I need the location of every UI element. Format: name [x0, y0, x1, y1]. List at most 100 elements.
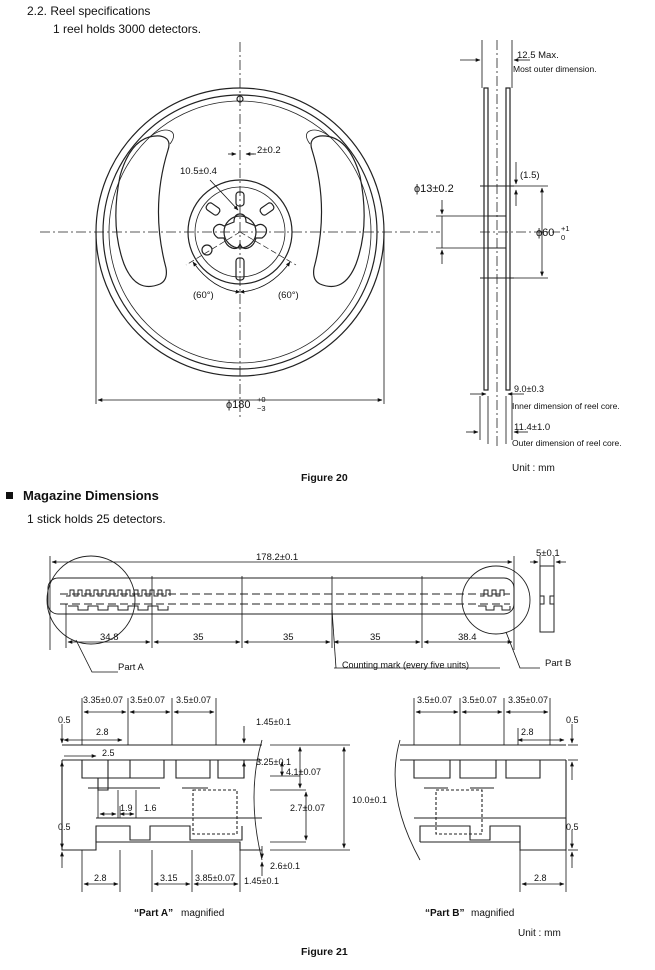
- magazine-heading-row: Magazine Dimensions: [6, 488, 159, 503]
- part-a-caption-quote: “Part A”: [134, 908, 173, 919]
- part-a-dim-145-top: 1.45±0.1: [256, 717, 291, 727]
- part-b-dashed-lead: [435, 789, 483, 835]
- dim-end-width: 5±0.1: [536, 548, 560, 559]
- dim-pitch-4: 35: [370, 632, 381, 643]
- dim-hub-diameter: ϕ60: [536, 227, 554, 239]
- side-flange-right: [505, 87, 511, 391]
- part-a-dim-27: 2.7±0.07: [290, 803, 325, 813]
- magazine-teeth-right: [480, 589, 505, 597]
- hub-slot-top: [235, 191, 245, 207]
- part-b-caption-quote: “Part B”: [425, 908, 464, 919]
- reel-front-dimensions: [95, 152, 385, 404]
- magazine-teeth-left: [66, 589, 171, 597]
- part-b-dimensions: [413, 698, 578, 892]
- part-b-dim-05-top: 0.5: [566, 715, 579, 725]
- part-a-caption-rest: magnified: [181, 908, 224, 919]
- rim-index-hole: [236, 95, 244, 103]
- reel-arbor-hole: [223, 215, 257, 249]
- magazine-overview: [46, 555, 555, 645]
- dim-pitch-2: 35: [193, 632, 204, 643]
- magazine-unit: Unit : mm: [518, 928, 561, 939]
- reel-arbor-lobes: [212, 213, 268, 250]
- part-a-dim-41: 4.1±0.07: [286, 767, 321, 777]
- dim-outer-width: 11.4±1.0: [514, 422, 550, 433]
- part-a-dim-05-bottom: 0.5: [58, 822, 71, 832]
- reel-front-view: [40, 42, 440, 420]
- part-a-top-dim-3: 3.5±0.07: [176, 695, 211, 705]
- part-a-bottom-dim-3: 3.85±0.07: [195, 873, 235, 883]
- part-a-dim-19: 1.9: [120, 803, 133, 813]
- part-a-magnified: [61, 739, 263, 861]
- part-a-circle: [46, 555, 136, 645]
- part-b-circle: [461, 565, 531, 635]
- part-a-break-line: [253, 739, 263, 861]
- part-b-dim-05-bottom: 0.5: [566, 822, 579, 832]
- dimension-labels: 2±0.2 10.5±0.4 (60°) (60°) ϕ180 +0 −3 ϕ1…: [58, 50, 622, 958]
- dim-inner-width: 9.0±0.3: [514, 384, 544, 394]
- reel-capacity-text: 1 reel holds 3000 detectors.: [53, 22, 202, 36]
- part-a-dim-25: 2.5: [102, 748, 115, 758]
- figure-20-label: Figure 20: [301, 472, 348, 484]
- reel-side-view: [480, 40, 560, 448]
- reel-window-right: [310, 135, 365, 288]
- part-a-dim-28-top: 2.8: [96, 727, 109, 737]
- part-a-dim-100: 10.0±0.1: [352, 795, 387, 805]
- part-b-top-dim-1: 3.5±0.07: [417, 695, 452, 705]
- dim-pitch-1: 34.8: [100, 632, 119, 643]
- dim-reel-diameter-tol-top: +0: [257, 395, 266, 404]
- dim-angle-left: (60°): [193, 290, 214, 301]
- reel-unit: Unit : mm: [512, 463, 555, 474]
- dim-hub-slot: 10.5±0.4: [180, 166, 217, 177]
- dim-max-width-note: Most outer dimension.: [513, 64, 597, 74]
- magazine-dimensions: [49, 556, 566, 673]
- reel-section-title: 2.2. Reel specifications: [27, 4, 151, 18]
- reel-window-left: [115, 135, 170, 288]
- dim-overall-length: 178.2±0.1: [256, 552, 298, 563]
- part-a-top-edge: [62, 744, 262, 761]
- dim-inner-width-note: Inner dimension of reel core.: [512, 401, 620, 411]
- part-b-top-dim-2: 3.5±0.07: [462, 695, 497, 705]
- dim-flange-gap: (1.5): [520, 170, 540, 181]
- counting-mark-label: Counting mark (every five units): [342, 660, 469, 670]
- dim-angle-right: (60°): [278, 290, 299, 301]
- dim-pitch-3: 35: [283, 632, 294, 643]
- part-a-dim-26: 2.6±0.1: [270, 861, 300, 871]
- dim-reel-diameter-tol-bottom: −3: [257, 404, 266, 413]
- dim-hub-tol-top: +1: [561, 224, 570, 233]
- magazine-end-view: [539, 565, 555, 633]
- dim-arbor: ϕ13±0.2: [414, 183, 454, 195]
- part-a-dashed-lead: [192, 789, 238, 835]
- part-b-dim-28-bottom: 2.8: [534, 873, 547, 883]
- part-b-caption-rest: magnified: [471, 908, 514, 919]
- dim-max-width: 12.5 Max.: [517, 50, 559, 61]
- part-a-dim-325: 3.25±0.1: [256, 757, 291, 767]
- part-b-pockets: [413, 760, 541, 779]
- part-b-top-dim-3: 3.35±0.07: [508, 695, 548, 705]
- hub-slot-left: [205, 202, 221, 216]
- part-b-label: Part B: [545, 658, 571, 669]
- part-a-dim-16: 1.6: [144, 803, 157, 813]
- dim-outer-width-note: Outer dimension of reel core.: [512, 438, 622, 448]
- part-b-top-edge: [400, 744, 566, 761]
- bullet-square-icon: [6, 492, 13, 499]
- dim-hub-tol-bottom: 0: [561, 233, 565, 242]
- part-a-bottom-dim-1: 2.8: [94, 873, 107, 883]
- part-b-dim-28-top: 2.8: [521, 727, 534, 737]
- part-a-dimensions: [60, 698, 350, 892]
- dim-pitch-5: 38.4: [458, 632, 477, 643]
- magazine-capacity-text: 1 stick holds 25 detectors.: [27, 512, 166, 526]
- hub-slot-right: [259, 202, 275, 216]
- part-a-dim-145-bottom: 1.45±0.1: [244, 876, 279, 886]
- part-a-top-dim-2: 3.5±0.07: [130, 695, 165, 705]
- dim-reel-diameter: ϕ180: [226, 399, 251, 411]
- hub-small-hole: [201, 244, 213, 256]
- reel-inner-rim: [102, 94, 378, 370]
- part-b-break-line: [394, 739, 421, 861]
- reel-flange-edge: [108, 100, 372, 364]
- part-a-dim-05-top: 0.5: [58, 715, 71, 725]
- part-a-label: Part A: [118, 662, 145, 673]
- dim-hole-width: 2±0.2: [257, 145, 281, 156]
- side-flange-left: [483, 87, 489, 391]
- part-b-magnified: [394, 739, 567, 861]
